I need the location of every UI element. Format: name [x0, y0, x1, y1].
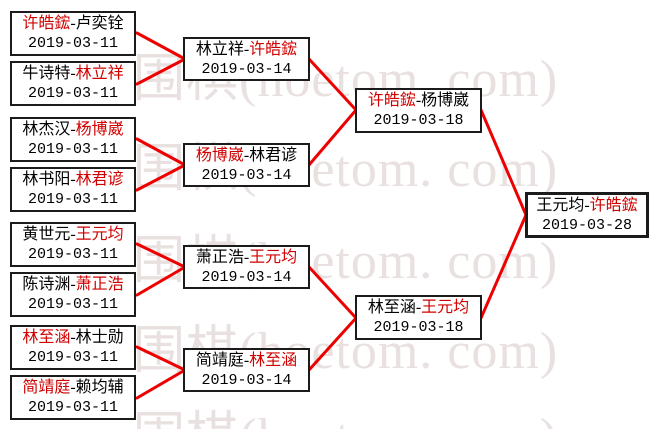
separator: - — [70, 226, 76, 243]
match-players: 黄世元-王元均 — [22, 224, 123, 245]
player-name: 卢奕铨 — [75, 15, 124, 32]
separator: - — [243, 40, 250, 58]
separator: - — [243, 248, 250, 266]
player-name: 许皓鋐 — [367, 92, 416, 109]
match-players: 杨博崴-林君谚 — [196, 145, 297, 166]
r1-match-5: 黄世元-王元均 2019-03-11 — [10, 222, 136, 267]
separator: - — [70, 379, 76, 396]
match-date: 2019-03-18 — [373, 112, 464, 129]
match-players: 牛诗特-林立祥 — [22, 63, 123, 84]
player-name: 许皓鋐 — [249, 40, 298, 58]
r2-match-4: 简靖庭-林至涵 2019-03-14 — [183, 348, 310, 392]
match-players: 简靖庭-林至涵 — [196, 350, 297, 371]
player-name: 杨博崴 — [195, 146, 244, 164]
match-date: 2019-03-11 — [27, 296, 118, 313]
r2-match-2: 杨博崴-林君谚 2019-03-14 — [183, 143, 310, 187]
r1-match-6: 陈诗渊-萧正浩 2019-03-11 — [10, 272, 136, 317]
match-date: 2019-03-11 — [27, 246, 118, 263]
player-name: 王元均 — [249, 248, 298, 266]
separator: - — [584, 196, 590, 214]
semifinal-match-2: 林至涵-王元均 2019-03-18 — [355, 295, 482, 340]
player-name: 许皓鋐 — [22, 15, 71, 32]
match-players: 许皓鋐-杨博崴 — [368, 90, 469, 111]
player-name: 林至涵 — [249, 351, 298, 369]
player-name: 杨博崴 — [75, 121, 124, 138]
match-players: 陈诗渊-萧正浩 — [22, 274, 123, 295]
player-name: 林立祥 — [75, 65, 124, 82]
player-name: 林杰汉 — [22, 121, 71, 138]
player-name: 许皓鋐 — [589, 196, 638, 214]
match-date: 2019-03-28 — [541, 216, 632, 234]
player-name: 王元均 — [421, 299, 470, 316]
player-name: 杨博崴 — [421, 92, 470, 109]
r1-match-1: 许皓鋐-卢奕铨 2019-03-11 — [10, 11, 136, 56]
player-name: 林君谚 — [249, 146, 298, 164]
player-name: 林至涵 — [367, 299, 416, 316]
separator: - — [70, 65, 76, 82]
separator: - — [415, 299, 422, 316]
match-players: 林立祥-许皓鋐 — [196, 39, 297, 60]
match-date: 2019-03-14 — [201, 371, 292, 389]
player-name: 黄世元 — [22, 226, 71, 243]
match-date: 2019-03-11 — [27, 141, 118, 158]
match-date: 2019-03-11 — [27, 191, 118, 208]
player-name: 牛诗特 — [22, 65, 71, 82]
r1-match-2: 牛诗特-林立祥 2019-03-11 — [10, 61, 136, 106]
r1-match-4: 林书阳-林君谚 2019-03-11 — [10, 167, 136, 212]
player-name: 林书阳 — [22, 171, 71, 188]
player-name: 简靖庭 — [22, 379, 71, 396]
match-players: 王元均-许皓鋐 — [536, 195, 637, 216]
match-date: 2019-03-11 — [27, 349, 118, 366]
match-players: 林书阳-林君谚 — [22, 169, 123, 190]
player-name: 萧正浩 — [195, 248, 244, 266]
r2-match-1: 林立祥-许皓鋐 2019-03-14 — [183, 37, 310, 81]
separator: - — [243, 351, 250, 369]
r1-match-3: 林杰汉-杨博崴 2019-03-11 — [10, 117, 136, 162]
watermark-text: 围棋(hoetom. com) — [133, 394, 558, 429]
separator: - — [415, 92, 422, 109]
player-name: 林士勋 — [75, 329, 124, 346]
r1-match-7: 林至涵-林士勋 2019-03-11 — [10, 325, 136, 370]
separator: - — [70, 329, 76, 346]
separator: - — [70, 171, 76, 188]
player-name: 陈诗渊 — [22, 276, 71, 293]
semifinal-match-1: 许皓鋐-杨博崴 2019-03-18 — [355, 88, 482, 133]
match-date: 2019-03-18 — [373, 319, 464, 336]
separator: - — [70, 121, 76, 138]
match-date: 2019-03-14 — [201, 166, 292, 184]
player-name: 林君谚 — [75, 171, 124, 188]
player-name: 萧正浩 — [75, 276, 124, 293]
match-players: 林杰汉-杨博崴 — [22, 119, 123, 140]
separator: - — [70, 276, 76, 293]
match-players: 简靖庭-赖均辅 — [22, 377, 123, 398]
player-name: 赖均辅 — [75, 379, 124, 396]
match-players: 林至涵-王元均 — [368, 297, 469, 318]
match-date: 2019-03-14 — [201, 268, 292, 286]
match-players: 林至涵-林士勋 — [22, 327, 123, 348]
r1-match-8: 简靖庭-赖均辅 2019-03-11 — [10, 375, 136, 420]
match-date: 2019-03-11 — [27, 35, 118, 52]
separator: - — [70, 15, 76, 32]
player-name: 林立祥 — [195, 40, 244, 58]
player-name: 林至涵 — [22, 329, 71, 346]
match-date: 2019-03-14 — [201, 60, 292, 78]
r2-match-3: 萧正浩-王元均 2019-03-14 — [183, 245, 310, 289]
match-date: 2019-03-11 — [27, 85, 118, 102]
match-players: 许皓鋐-卢奕铨 — [22, 13, 123, 34]
player-name: 王元均 — [536, 196, 585, 214]
player-name: 简靖庭 — [195, 351, 244, 369]
match-date: 2019-03-11 — [27, 399, 118, 416]
separator: - — [243, 146, 250, 164]
player-name: 王元均 — [75, 226, 124, 243]
match-players: 萧正浩-王元均 — [196, 247, 297, 268]
final-match: 王元均-许皓鋐 2019-03-28 — [525, 192, 649, 238]
